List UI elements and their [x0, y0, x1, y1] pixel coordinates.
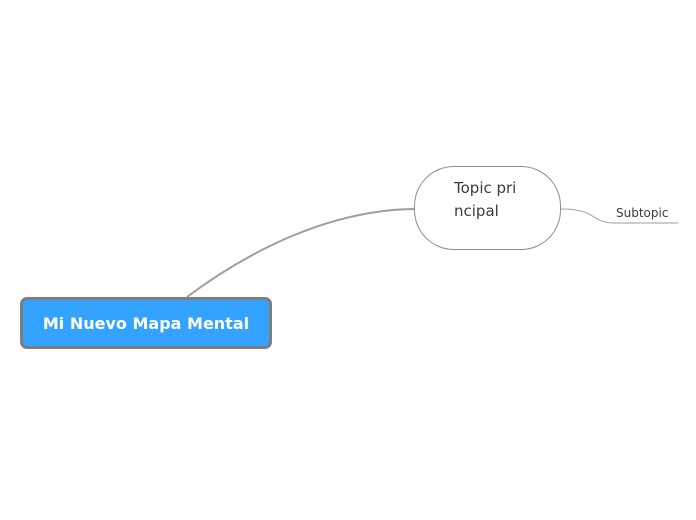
subtopic-label: Subtopic — [616, 206, 669, 220]
central-topic-node[interactable]: Mi Nuevo Mapa Mental — [20, 297, 272, 349]
connector-central-to-topic — [186, 208, 415, 298]
connector-topic-to-subtopic — [560, 208, 678, 224]
main-topic-node[interactable]: Topic principal — [414, 166, 561, 250]
subtopic-node[interactable]: Subtopic — [616, 202, 668, 221]
central-topic-label: Mi Nuevo Mapa Mental — [42, 313, 250, 333]
main-topic-label: Topic principal — [454, 179, 517, 220]
